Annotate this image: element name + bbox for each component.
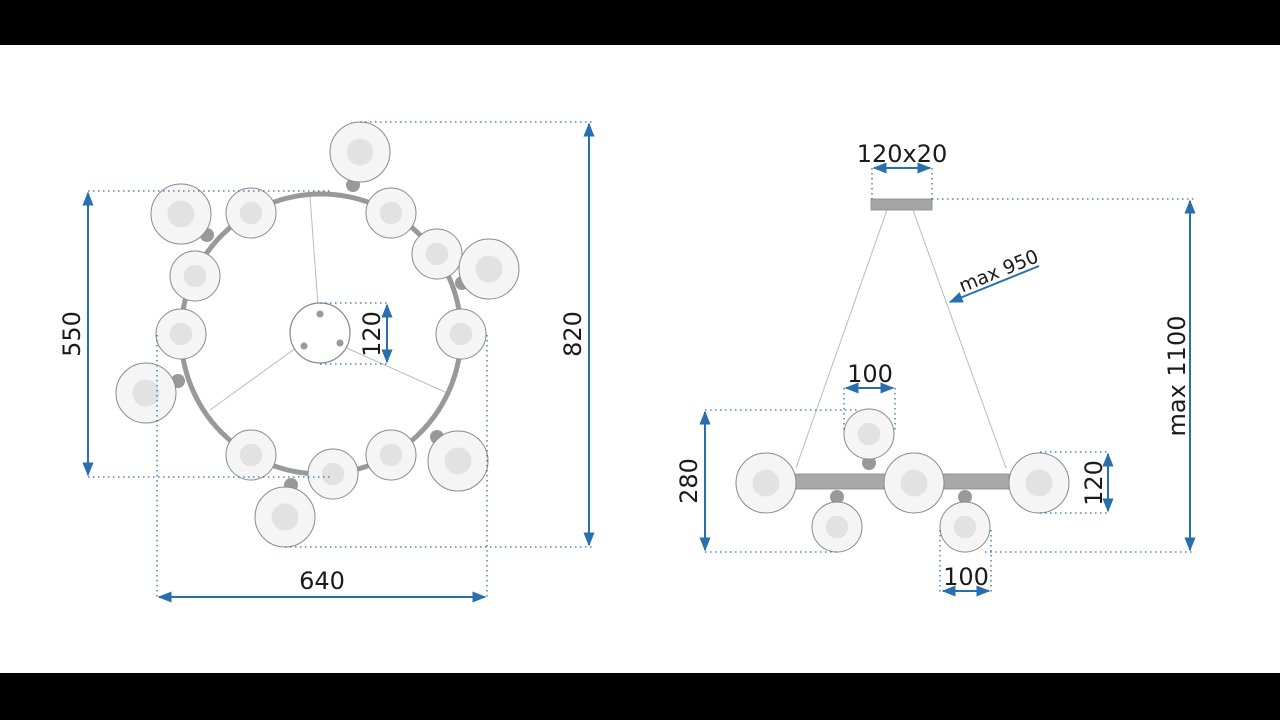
glass-globe <box>939 490 991 553</box>
glass-globe <box>365 187 417 239</box>
glass-globe <box>169 250 221 302</box>
glass-globe <box>225 187 277 239</box>
dimension-label-120-globe: 120 <box>1080 460 1108 506</box>
ceiling-canopy <box>870 198 933 211</box>
socket-holder <box>862 456 876 470</box>
extension-line <box>88 190 330 478</box>
extension-line <box>285 121 595 548</box>
glass-globe <box>427 430 489 492</box>
bulb <box>752 469 780 497</box>
dimension-cable-length <box>948 265 1040 303</box>
bulb <box>857 422 881 446</box>
cable <box>209 344 301 411</box>
dimension-label-550: 550 <box>58 311 86 357</box>
extension-line <box>705 409 860 553</box>
glass-globe <box>254 478 316 548</box>
bulb <box>444 447 472 475</box>
dimension-label-100-top: 100 <box>847 360 893 388</box>
dimension-label-820: 820 <box>559 311 587 357</box>
glass-globe <box>225 429 277 481</box>
dimension-label-280: 280 <box>675 458 703 504</box>
socket-holder <box>958 490 972 504</box>
dimension-label-640: 640 <box>299 567 345 595</box>
canopy-screw <box>336 339 344 347</box>
canopy-screw <box>300 342 308 350</box>
glass-globe <box>150 183 214 245</box>
glass-globe <box>155 308 207 360</box>
bulb <box>449 322 473 346</box>
dimension-label-120-canopy: 120 <box>358 311 386 357</box>
cable <box>339 344 446 393</box>
extension-line <box>871 168 933 199</box>
dimension-label-100-bottom: 100 <box>943 563 989 591</box>
glass-globe <box>843 408 895 470</box>
socket-holder <box>830 490 844 504</box>
dimension-label-120x20: 120x20 <box>857 140 948 168</box>
bulb <box>239 201 263 225</box>
bulb <box>379 443 403 467</box>
extension-line <box>939 530 992 594</box>
bulb <box>825 515 849 539</box>
canopy-screw <box>316 310 324 318</box>
bulb <box>271 503 299 531</box>
dimension-label-1100: max 1100 <box>1163 316 1191 437</box>
cable <box>795 209 888 469</box>
bulb <box>900 469 928 497</box>
bulb <box>321 462 345 486</box>
bulb <box>953 515 977 539</box>
glass-globe <box>811 490 863 553</box>
glass-globe <box>735 452 797 514</box>
glass-globe <box>307 448 359 500</box>
glass-globe <box>883 452 945 514</box>
canvas-background <box>0 45 1280 673</box>
extension-line <box>320 302 388 365</box>
bulb <box>183 264 207 288</box>
glass-globe <box>455 238 520 300</box>
bulb <box>169 322 193 346</box>
glass-globe <box>435 308 487 360</box>
bulb <box>379 201 403 225</box>
bulb <box>239 443 263 467</box>
bulb <box>425 242 449 266</box>
bulb <box>475 255 503 283</box>
extension-line <box>156 335 488 600</box>
bulb <box>1025 469 1053 497</box>
bulb <box>132 379 160 407</box>
cable <box>912 209 1007 469</box>
glass-globe <box>411 228 463 280</box>
bulb <box>346 138 374 166</box>
glass-globe <box>1008 452 1070 514</box>
extension-line <box>1040 451 1110 514</box>
bulb <box>167 200 195 228</box>
glass-globe <box>365 429 417 481</box>
extension-line <box>932 198 1195 553</box>
side-view: 120x20 max 950 max 1100 280 100 120 100 <box>675 140 1196 597</box>
top-view: 550 820 120 640 <box>58 121 595 603</box>
glass-globe <box>115 362 185 424</box>
